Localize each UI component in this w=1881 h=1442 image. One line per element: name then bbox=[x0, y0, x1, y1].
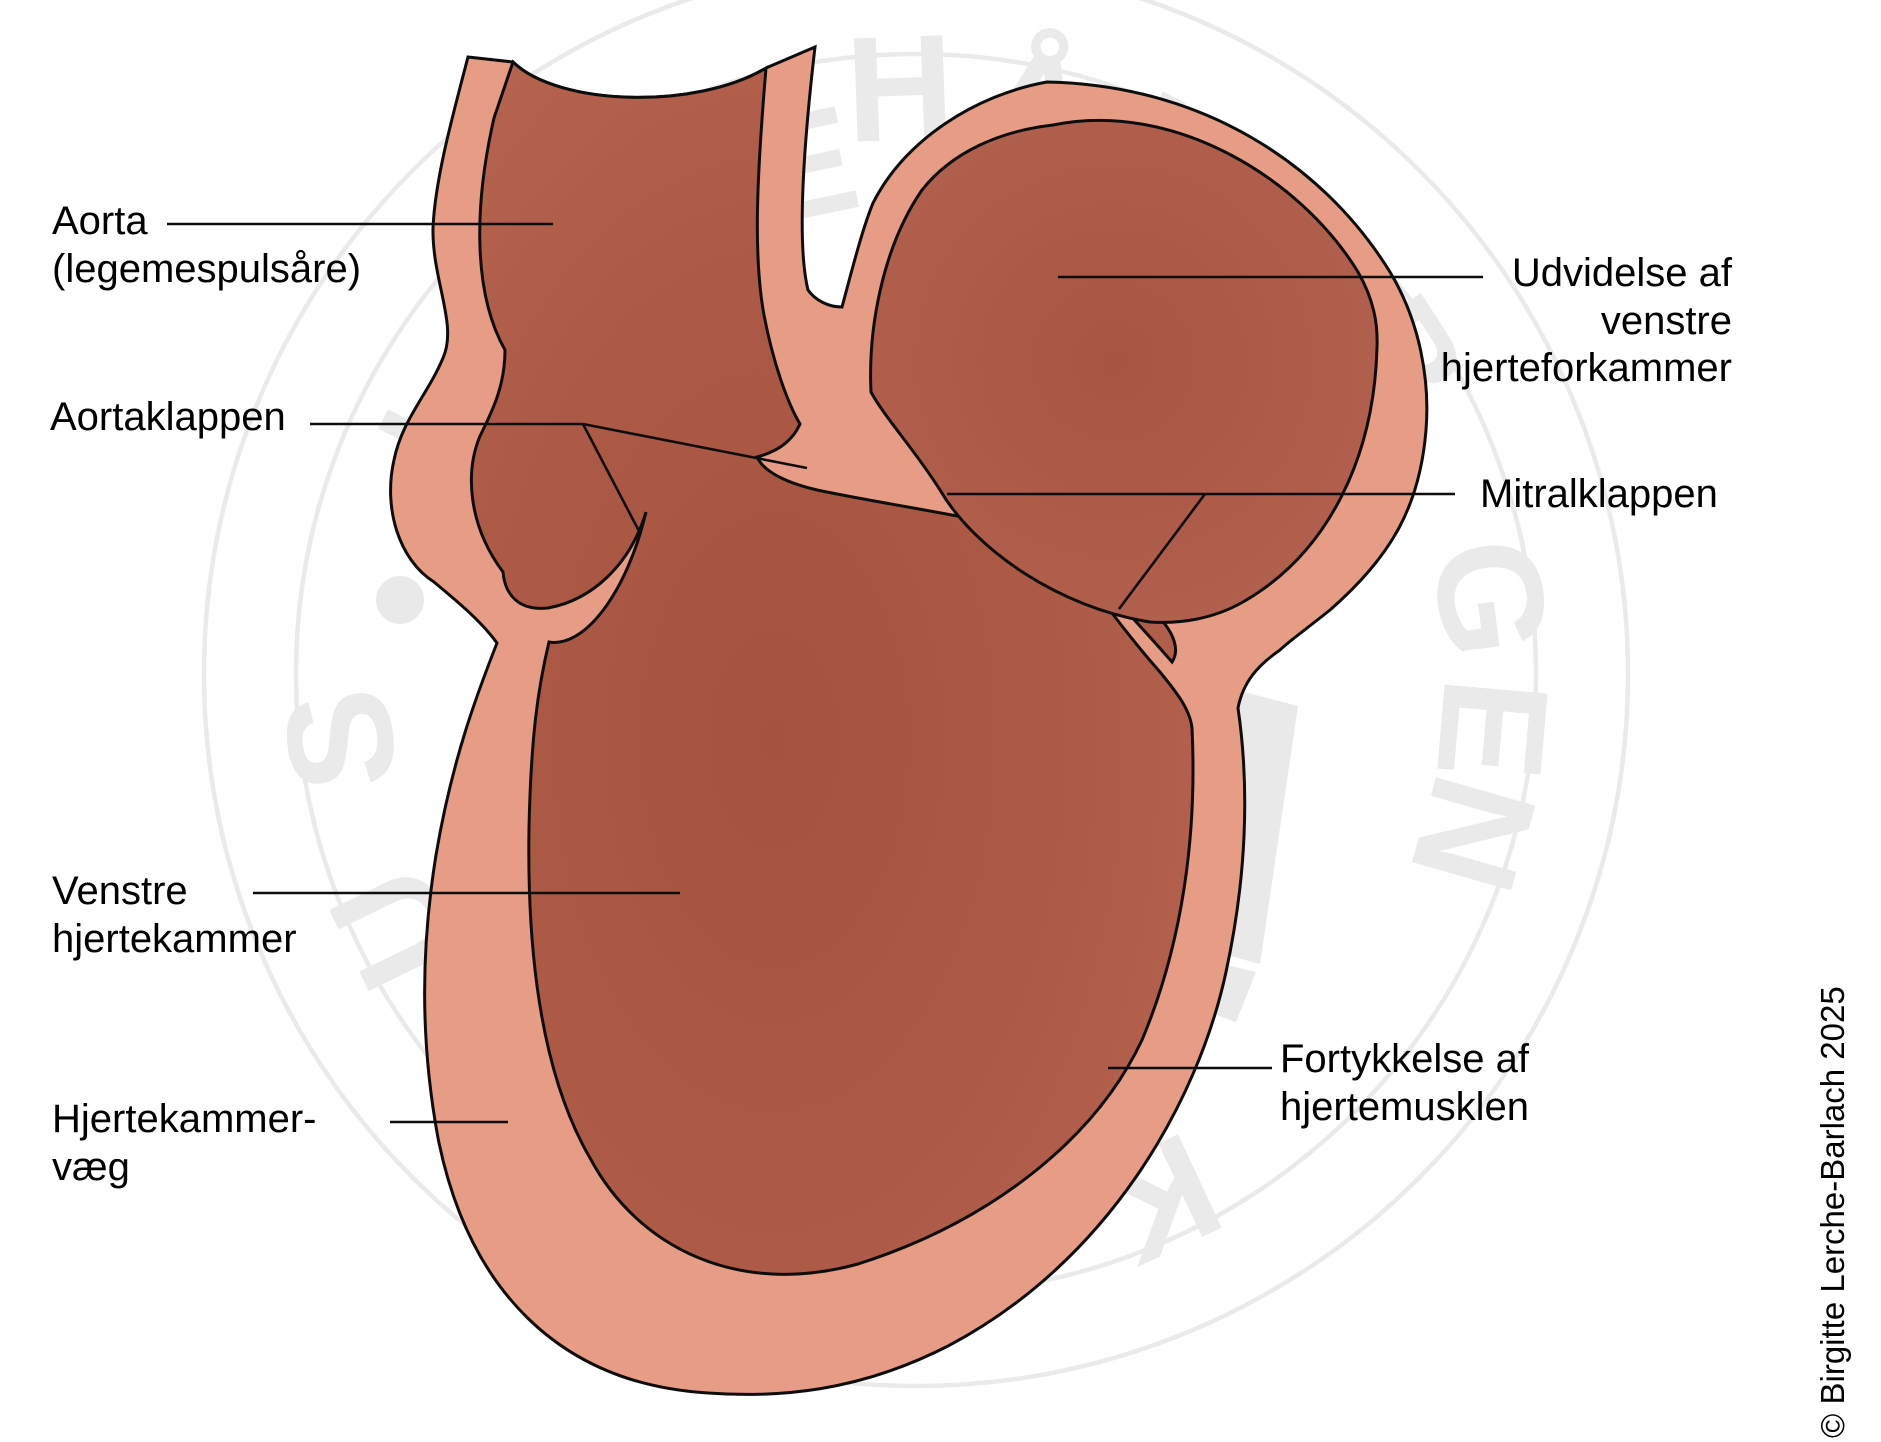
watermark-outer-circle bbox=[201, 0, 1631, 1389]
label-udvidelse-venstre-hjerteforkammer: Udvidelse af venstre hjerteforkammer bbox=[1440, 251, 1732, 391]
watermark-letter: G bbox=[1401, 530, 1582, 666]
leader-aortaklappen bbox=[310, 422, 808, 534]
watermark-letter: E bbox=[1405, 672, 1581, 786]
label-hjertekammervaeg: Hjertekammer- væg bbox=[52, 1097, 317, 1189]
label-fortykkelse-hjertemusklen: Fortykkelse af hjertemusklen bbox=[1280, 1037, 1530, 1129]
label-aorta: Aorta (legemespulsåre) bbox=[52, 199, 362, 291]
heart-cross-section bbox=[389, 44, 1429, 1396]
leader-lines bbox=[167, 222, 1483, 1124]
watermark-dot bbox=[376, 576, 424, 624]
watermark-letter: S bbox=[251, 680, 430, 800]
left-atrium-cavity bbox=[869, 119, 1379, 624]
leader-mitralklappen bbox=[947, 492, 1455, 610]
copyright-credit: © Birgitte Lerche-Barlach 2025 bbox=[1814, 986, 1851, 1438]
label-venstre-hjertekammer: Venstre hjertekammer bbox=[52, 869, 297, 961]
label-aortaklappen: Aortaklappen bbox=[50, 395, 286, 439]
label-mitralklappen: Mitralklappen bbox=[1480, 472, 1718, 516]
